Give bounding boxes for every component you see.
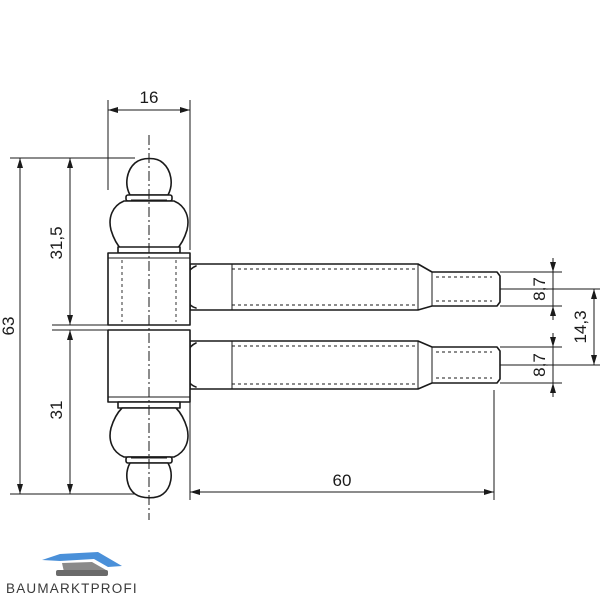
dim-lower-height <box>52 329 108 494</box>
dim-pin-length <box>189 390 495 500</box>
dim-upper-height <box>52 158 108 326</box>
upper-pin <box>183 263 501 311</box>
dim-top-width-label: 16 <box>140 88 159 107</box>
logo-text: BAUMARKTPROFI <box>6 581 138 596</box>
baumarktprofi-logo: BAUMARKTPROFI <box>6 552 138 596</box>
dim-total-height-label: 63 <box>0 317 18 336</box>
dim-pin-spacing <box>500 288 600 366</box>
dim-pin-spacing-label: 14,3 <box>571 310 590 343</box>
logo-roof-icon <box>42 552 122 576</box>
dim-upper-height-label: 31,5 <box>47 226 66 259</box>
dim-total-height <box>10 157 135 495</box>
lower-pin <box>183 340 501 390</box>
dim-top-width <box>107 100 191 250</box>
dim-pin-length-label: 60 <box>333 471 352 490</box>
dim-lower-height-label: 31 <box>47 401 66 420</box>
